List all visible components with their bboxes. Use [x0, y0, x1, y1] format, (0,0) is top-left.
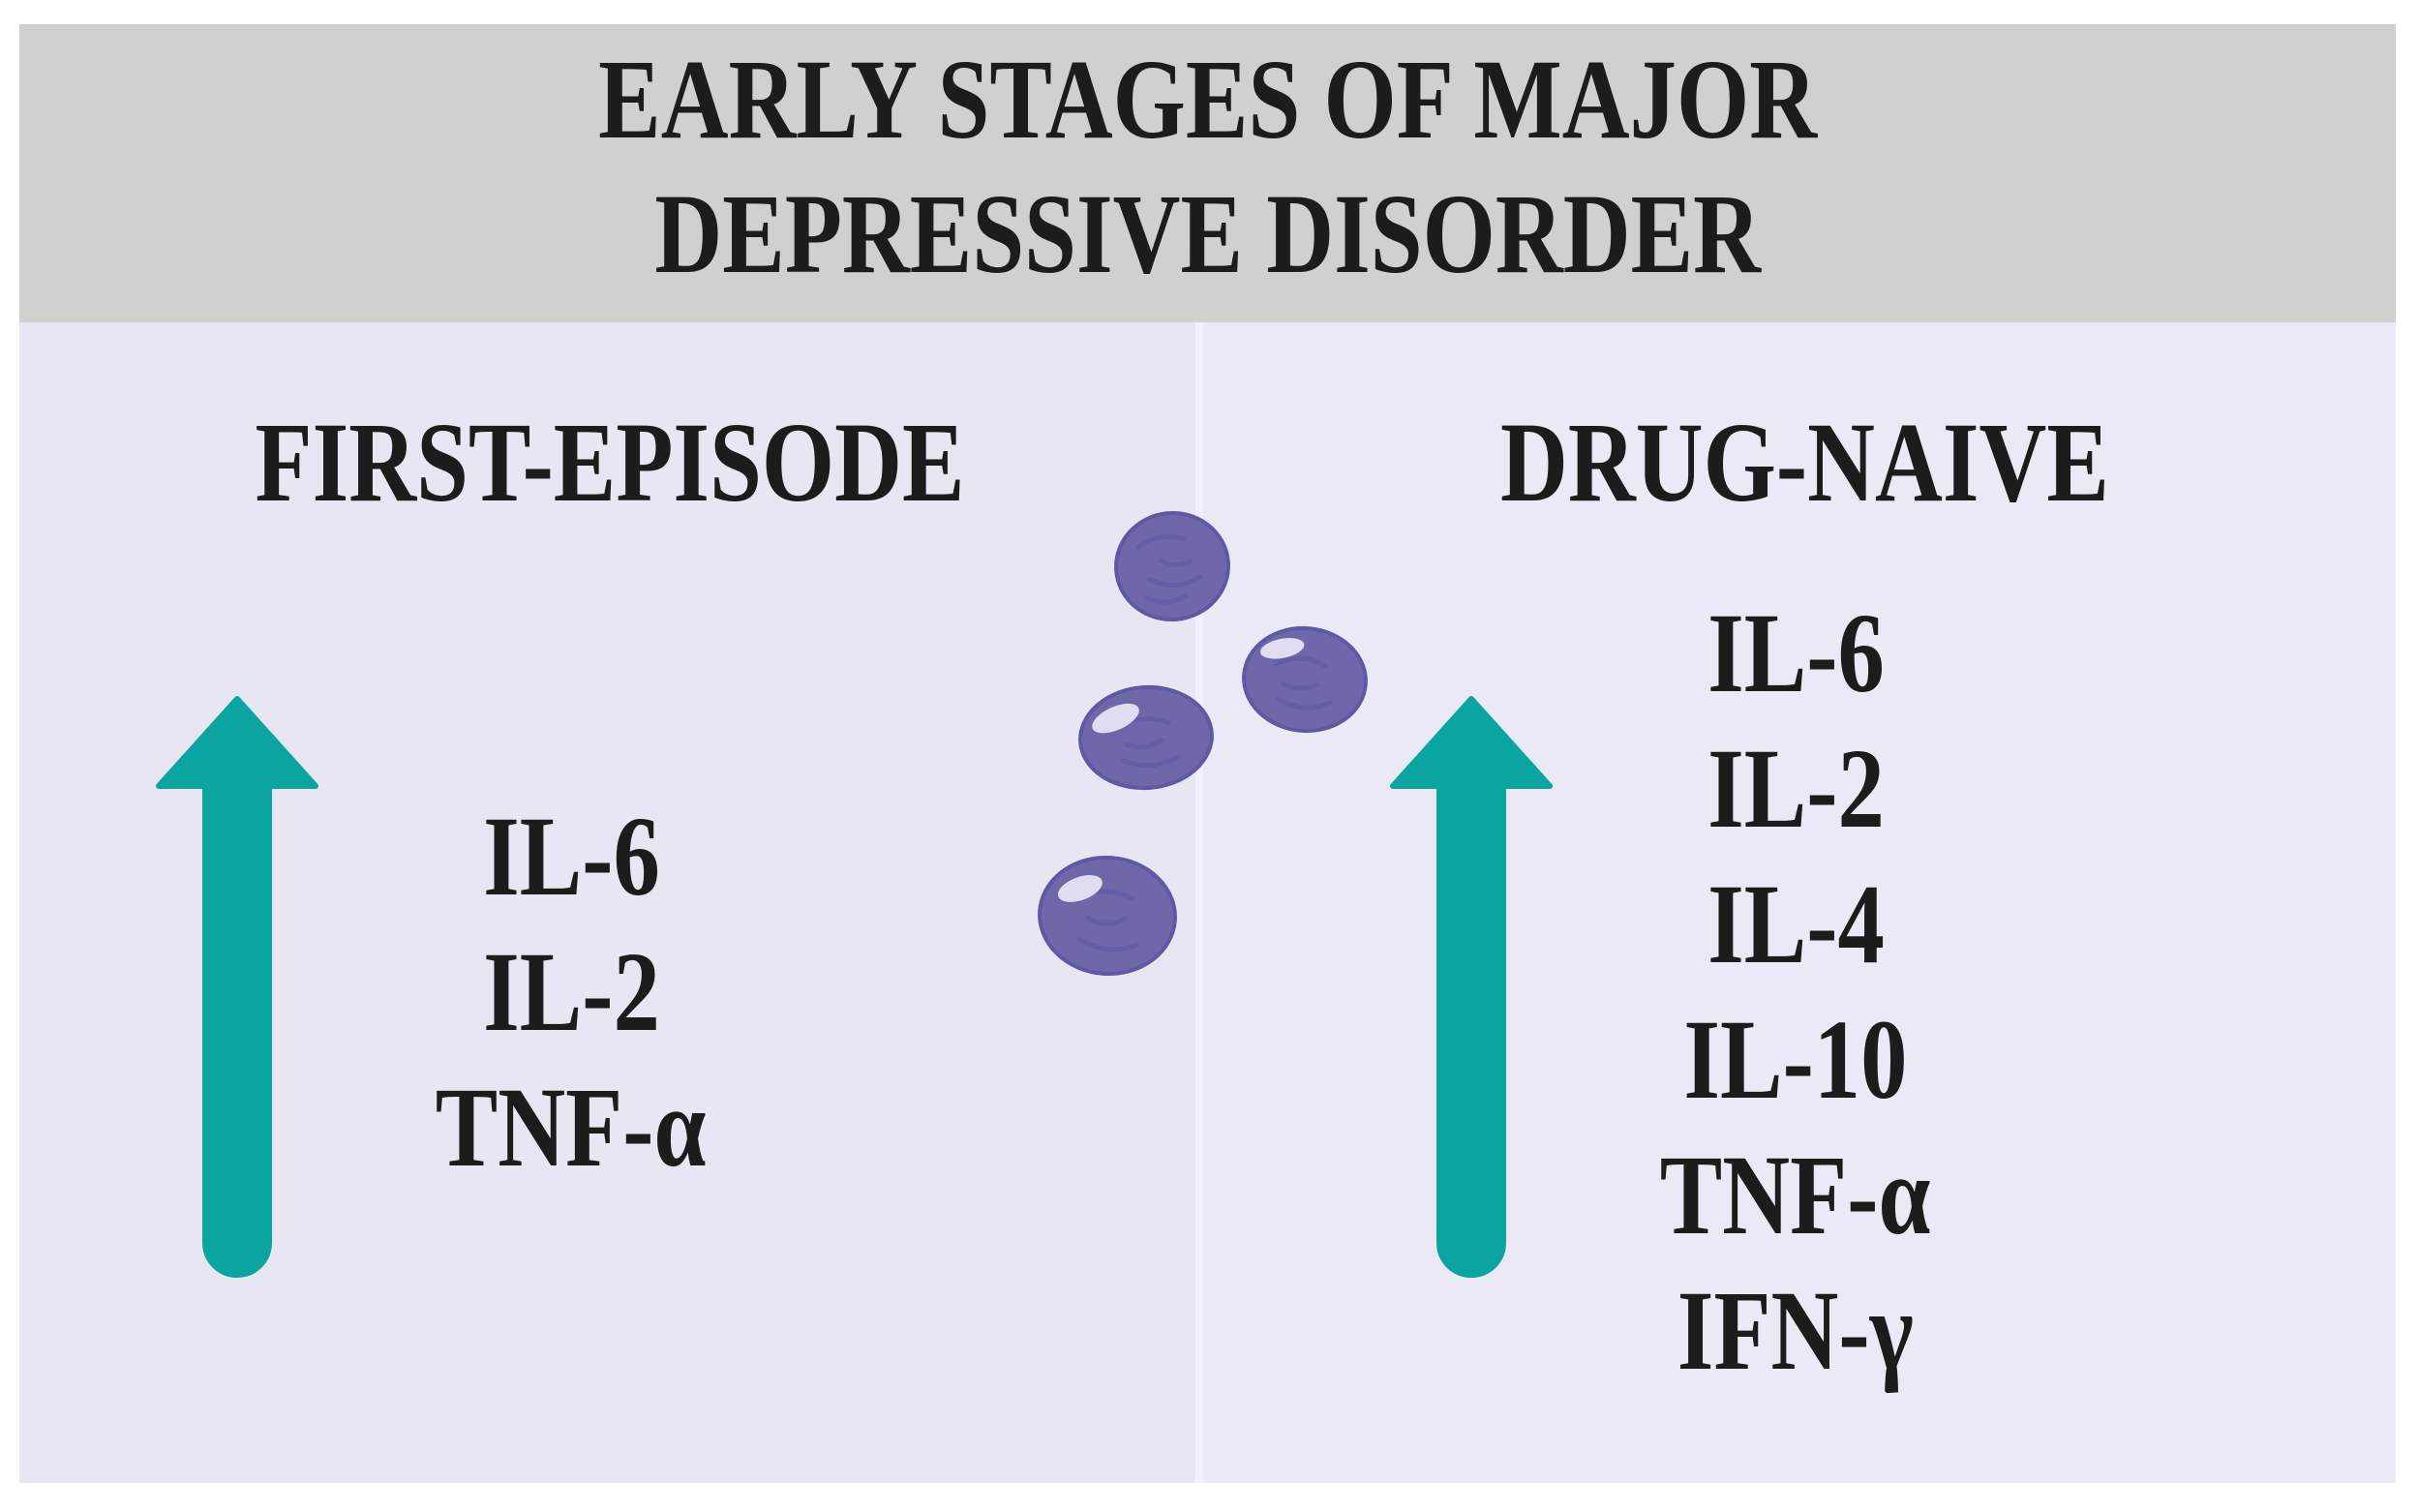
marker-item: TNF-α: [1408, 1128, 2183, 1263]
marker-text: IL-4: [1707, 861, 1885, 987]
figure-title: EARLY STAGES OF MAJOR DEPRESSIVE DISORDE…: [19, 32, 2396, 301]
immune-cell-icon: [1038, 855, 1177, 977]
immune-cell-icon: [1242, 625, 1368, 734]
figure-panel: EARLY STAGES OF MAJOR DEPRESSIVE DISORDE…: [19, 24, 2396, 1483]
figure-title-line-2: DEPRESSIVE DISORDER: [19, 166, 2396, 301]
up-arrow-icon: [156, 696, 318, 1278]
marker-text: TNF-α: [1660, 1132, 1931, 1258]
marker-text: IL-10: [1683, 996, 1908, 1123]
marker-text: IFN-γ: [1677, 1267, 1915, 1394]
immune-cells-cluster: [1038, 510, 1368, 977]
cell-highlight: [1092, 703, 1139, 734]
marker-item: IL-4: [1408, 857, 2183, 992]
marker-item: IL-10: [1408, 992, 2183, 1128]
column-heading-drug-naive: DRUG-NAIVE: [1369, 395, 2240, 530]
marker-item: IL-2: [1408, 721, 2183, 857]
up-arrow-shape: [1390, 696, 1553, 1278]
up-arrow-icon: [1390, 696, 1553, 1278]
marker-list-first-episode: IL-6 IL-2 TNF-α: [184, 789, 958, 1195]
cell-highlight: [1057, 875, 1103, 902]
figure-title-line-2-text: DEPRESSIVE DISORDER: [654, 170, 1761, 297]
immune-cell-icon: [1114, 510, 1230, 622]
panel-divider: [1195, 322, 1203, 1483]
marker-item: IL-6: [184, 789, 958, 924]
marker-item: IL-2: [184, 924, 958, 1060]
column-heading-first-episode: FIRST-EPISODE: [174, 395, 1045, 530]
marker-text: TNF-α: [436, 1064, 707, 1191]
figure-title-line-1: EARLY STAGES OF MAJOR: [19, 32, 2396, 166]
marker-text: IL-2: [482, 928, 660, 1055]
marker-text: IL-6: [1707, 590, 1885, 716]
marker-item: IFN-γ: [1408, 1263, 2183, 1399]
marker-item: TNF-α: [184, 1060, 958, 1195]
marker-text: IL-2: [1707, 725, 1885, 852]
marker-text: IL-6: [482, 793, 660, 920]
up-arrow-shape: [156, 696, 318, 1278]
column-heading-drug-naive-text: DRUG-NAIVE: [1499, 399, 2109, 526]
marker-list-drug-naive: IL-6 IL-2 IL-4 IL-10 TNF-α IFN-γ: [1408, 586, 2183, 1399]
figure-body: [19, 322, 2396, 1483]
cell-highlight: [1260, 638, 1305, 659]
figure-title-line-1-text: EARLY STAGES OF MAJOR: [598, 36, 1817, 163]
title-band: EARLY STAGES OF MAJOR DEPRESSIVE DISORDE…: [19, 24, 2396, 322]
column-heading-first-episode-text: FIRST-EPISODE: [255, 399, 965, 526]
marker-item: IL-6: [1408, 586, 2183, 721]
immune-cell-icon: [1078, 684, 1214, 791]
